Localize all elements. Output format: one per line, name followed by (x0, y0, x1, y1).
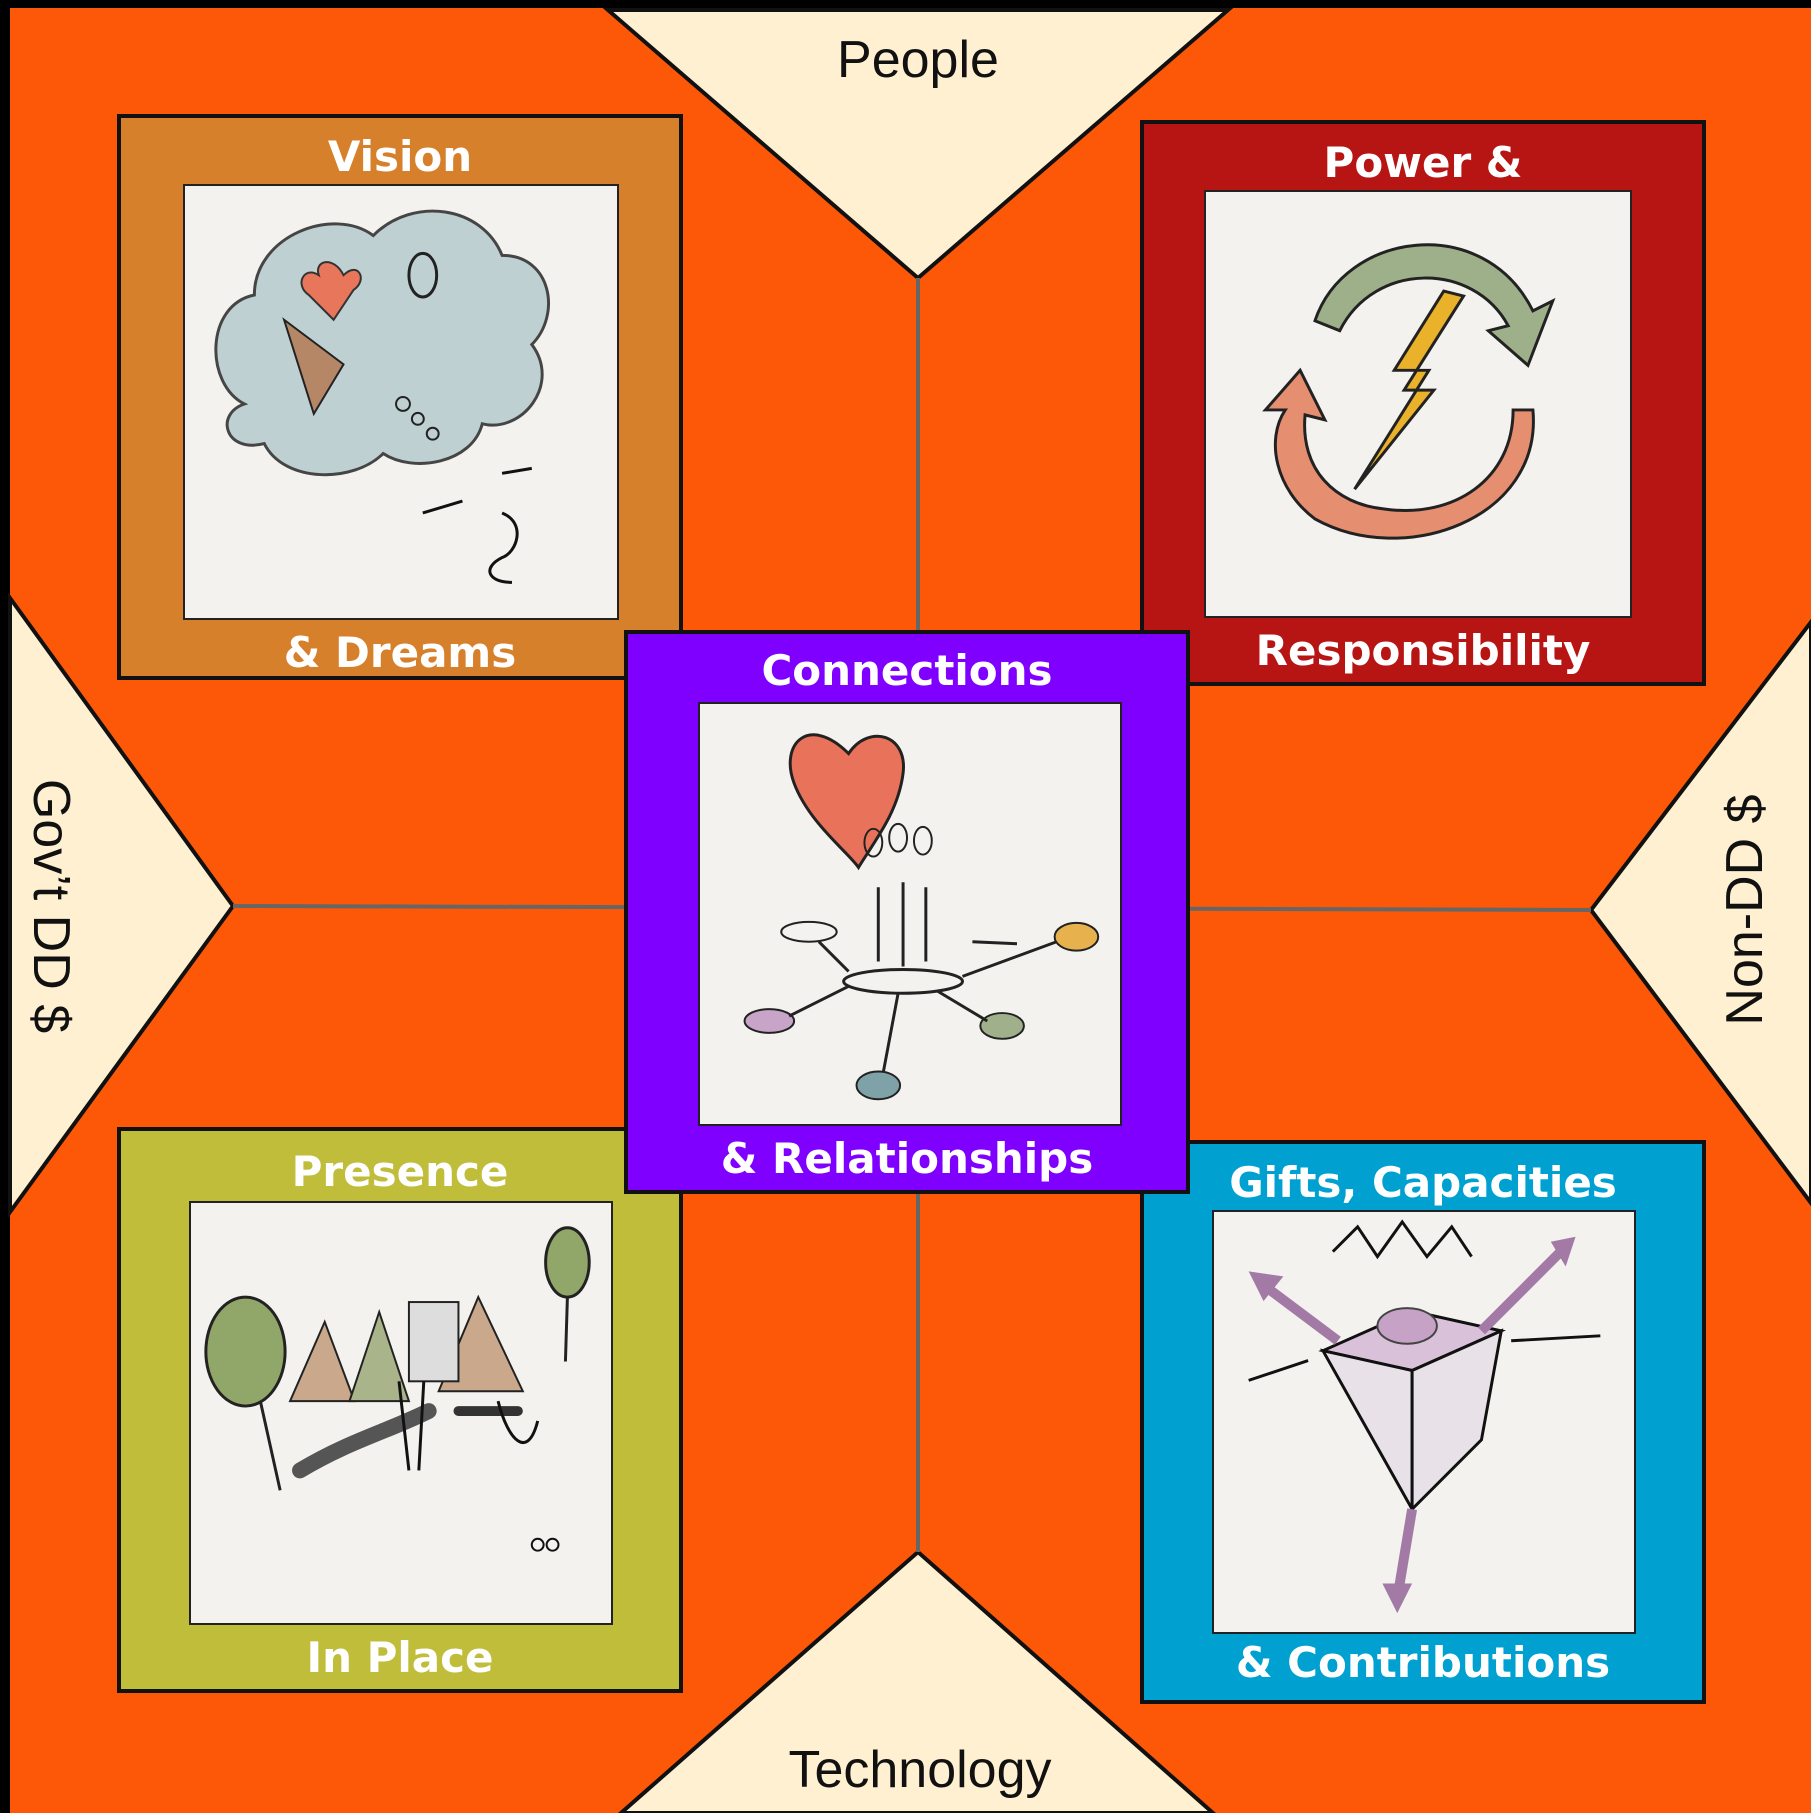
gifts-subtitle: & Contributions (1235, 1638, 1611, 1687)
box-connections-relationships: Connections & Relationships (624, 630, 1190, 1194)
label-people: People (837, 31, 999, 89)
box-gifts-contributions: Gifts, Capacities & Contributions (1140, 1140, 1706, 1704)
vision-subtitle: & Dreams (283, 628, 517, 677)
heart-network-icon (698, 702, 1122, 1126)
presence-subtitle: In Place (306, 1633, 494, 1682)
connections-title: Connections (761, 646, 1053, 695)
thought-cloud-icon (183, 184, 619, 620)
connections-subtitle: & Relationships (720, 1134, 1094, 1183)
label-non-dd: Non-DD $ (1716, 794, 1774, 1026)
triangle-right (1588, 618, 1811, 1207)
vision-title: Vision (327, 132, 473, 181)
label-technology: Technology (788, 1741, 1052, 1799)
open-box-arrows-icon (1212, 1210, 1636, 1634)
triangle-bottom (617, 1549, 1217, 1813)
neighborhood-icon (189, 1201, 613, 1625)
cycle-arrows-lightning-icon (1204, 190, 1632, 618)
power-title: Power & (1323, 138, 1523, 187)
box-presence-in-place: Presence In Place (117, 1127, 683, 1693)
triangle-left (8, 591, 236, 1219)
presence-title: Presence (291, 1147, 509, 1196)
power-subtitle: Responsibility (1255, 626, 1591, 675)
box-power-responsibility: Power & Responsibility (1140, 120, 1706, 686)
gifts-title: Gifts, Capacities (1229, 1158, 1617, 1207)
label-govt-dd: Gov’t DD $ (22, 778, 80, 1034)
box-vision-dreams: Vision & Dreams (117, 114, 683, 680)
triangle-top (602, 8, 1234, 281)
